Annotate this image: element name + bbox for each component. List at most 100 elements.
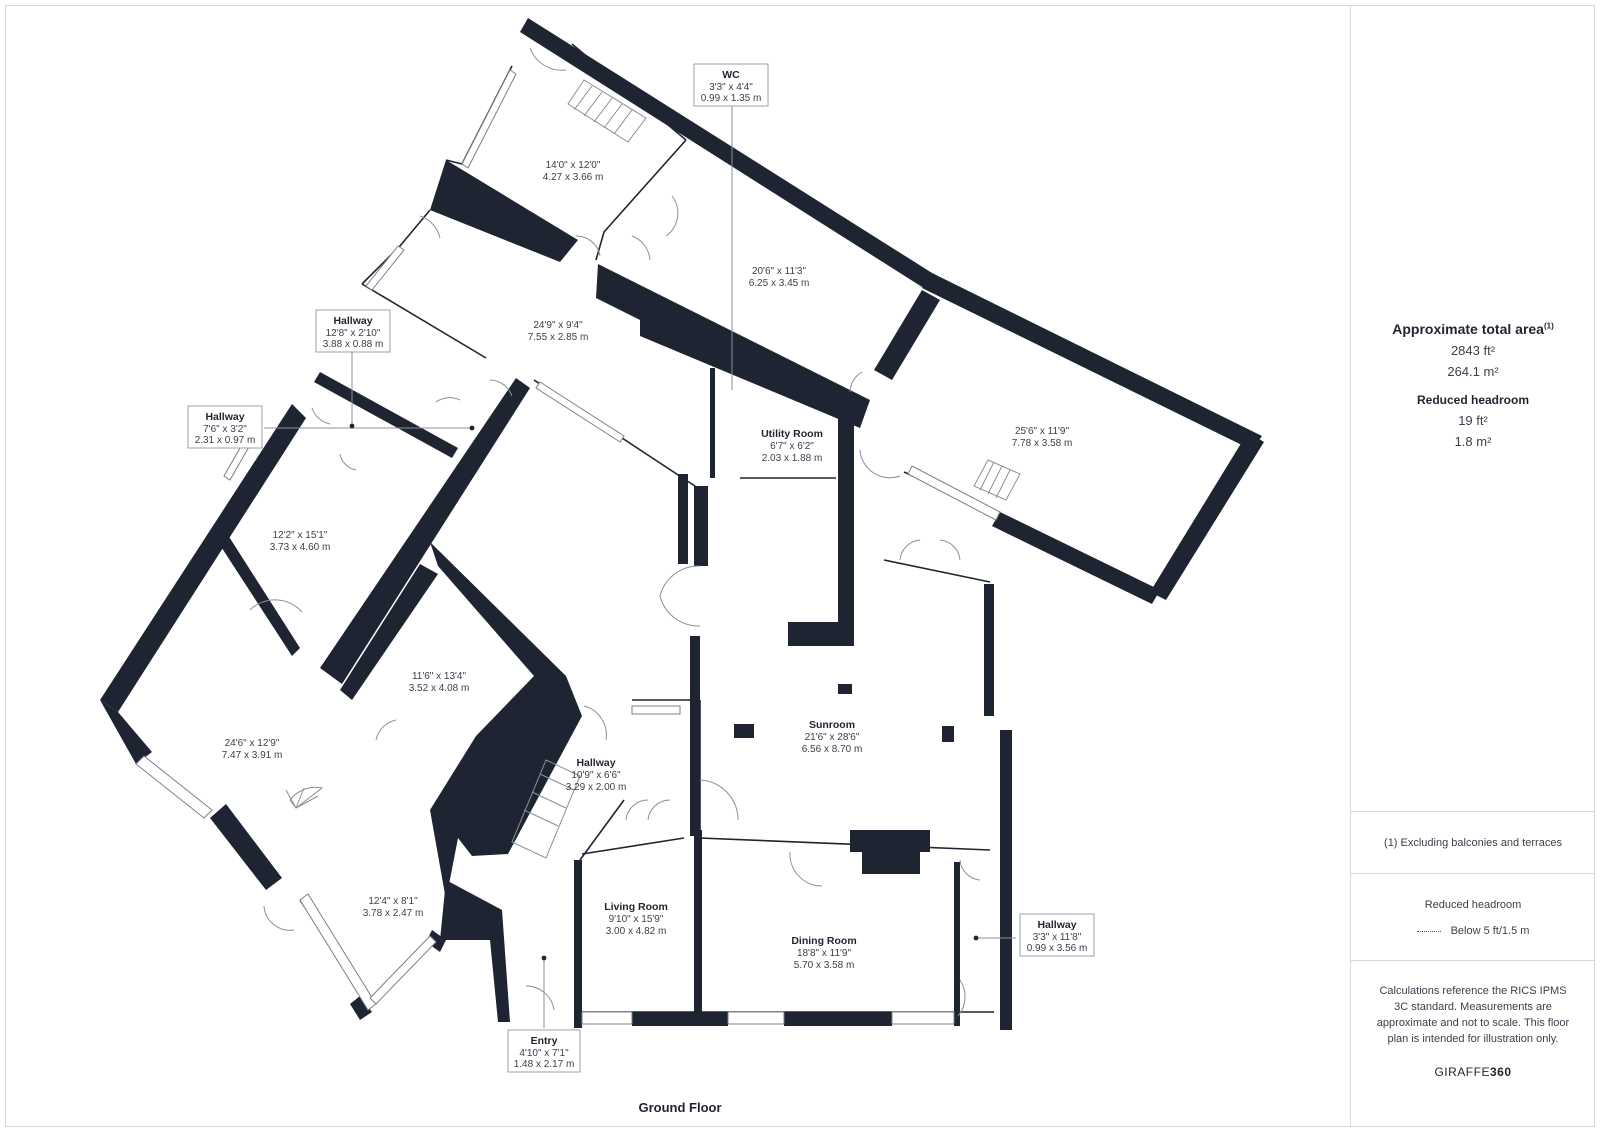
room-label-living: Living Room 9'10" x 15'9" 3.00 x 4.82 m — [604, 901, 668, 937]
wall-sunroom-right — [984, 584, 994, 716]
pillar-2 — [734, 724, 754, 738]
svg-text:2.03 x 1.88 m: 2.03 x 1.88 m — [762, 453, 823, 464]
svg-text:Living Room: Living Room — [604, 901, 668, 913]
wall-bottom-1 — [632, 1012, 728, 1026]
wall-annex-right — [1150, 432, 1264, 600]
wall-chimney — [850, 830, 930, 852]
wall-sunroom-nib — [788, 622, 854, 646]
wall-left-outer — [100, 404, 306, 712]
room-label-116: 11'6" x 13'4" 3.52 x 4.08 m — [409, 671, 470, 694]
headroom-m: 1.8 m² — [1454, 434, 1492, 449]
legend-item: Below 5 ft/1.5 m — [1351, 925, 1595, 937]
svg-text:3.88 x 0.88 m: 3.88 x 0.88 m — [323, 339, 384, 350]
svg-text:4'10" x 7'1": 4'10" x 7'1" — [519, 1048, 569, 1059]
svg-text:0.99 x 1.35 m: 0.99 x 1.35 m — [701, 93, 762, 104]
floor-title: Ground Floor — [638, 1100, 721, 1115]
svg-text:14'0" x 12'0": 14'0" x 12'0" — [546, 160, 601, 171]
pillar-3 — [942, 726, 954, 742]
svg-text:Hallway: Hallway — [333, 315, 372, 327]
room-label-256: 25'6" x 11'9" 7.78 x 3.58 m — [1012, 426, 1073, 449]
room-label-bed-top: 14'0" x 12'0" 4.27 x 3.66 m — [543, 160, 604, 183]
svg-text:3.29 x 2.00 m: 3.29 x 2.00 m — [566, 782, 627, 793]
footnote: (1) Excluding balconies and terraces — [1384, 837, 1562, 849]
svg-text:4.27 x 3.66 m: 4.27 x 3.66 m — [543, 172, 604, 183]
page-frame — [5, 5, 1595, 1127]
svg-text:24'6" x 12'9": 24'6" x 12'9" — [225, 738, 280, 749]
svg-text:12'8" x 2'10": 12'8" x 2'10" — [326, 328, 381, 339]
wall-hall-b — [218, 532, 300, 656]
room-label-246: 24'6" x 12'9" 7.47 x 3.91 m — [222, 738, 283, 761]
svg-text:2.31 x 0.97 m: 2.31 x 0.97 m — [195, 435, 256, 446]
wall-mid-diagonal — [430, 160, 578, 262]
brand-logo: GIRAFFE360 — [1434, 1065, 1512, 1079]
room-label-hallway-c: Hallway 10'9" x 6'6" 3.29 x 2.00 m — [566, 757, 627, 793]
wall-living-left — [574, 860, 582, 1028]
svg-text:24'9" x 9'4": 24'9" x 9'4" — [533, 320, 583, 331]
svg-text:Entry: Entry — [531, 1035, 558, 1047]
wall-annex-top — [922, 272, 1262, 450]
svg-text:9'10" x 15'9": 9'10" x 15'9" — [609, 914, 664, 925]
room-label-249: 24'9" x 9'4" 7.55 x 2.85 m — [528, 320, 589, 343]
wall-top-diagonal — [520, 18, 940, 292]
leader-lines — [264, 106, 1016, 1028]
wall-left-bottom — [100, 700, 152, 764]
svg-text:Hallway: Hallway — [205, 411, 244, 423]
svg-text:Sunroom: Sunroom — [809, 719, 855, 731]
svg-text:10'9" x 6'6": 10'9" x 6'6" — [571, 770, 621, 781]
wall-big-wedge — [430, 542, 582, 900]
svg-text:6'7" x 6'2": 6'7" x 6'2" — [770, 441, 814, 452]
room-label-hallway-b: Hallway 7'6" x 3'2" 2.31 x 0.97 m — [187, 405, 263, 449]
divider — [1351, 873, 1595, 874]
svg-text:7'6" x 3'2": 7'6" x 3'2" — [203, 424, 247, 435]
wall-hall-a — [314, 372, 458, 458]
svg-text:Utility Room: Utility Room — [761, 428, 823, 440]
wall-dining-left — [694, 830, 702, 1026]
area-summary: Approximate total area(1) 2843 ft² 264.1… — [1351, 321, 1595, 449]
svg-text:5.70 x 3.58 m: 5.70 x 3.58 m — [794, 960, 855, 971]
wall-sunroom-right2 — [1000, 730, 1012, 1030]
svg-text:6.25 x 3.45 m: 6.25 x 3.45 m — [749, 278, 810, 289]
svg-text:3.52 x 4.08 m: 3.52 x 4.08 m — [409, 683, 470, 694]
sidebar: Approximate total area(1) 2843 ft² 264.1… — [1350, 5, 1595, 1127]
room-label-utility: Utility Room 6'7" x 6'2" 2.03 x 1.88 m — [761, 428, 823, 464]
wc-name: WC — [722, 69, 740, 81]
door-swings — [249, 47, 981, 1017]
svg-text:0.99 x 3.56 m: 0.99 x 3.56 m — [1027, 943, 1088, 954]
calc-note: Calculations reference the RICS IPMS 3C … — [1376, 985, 1570, 1045]
wall-bottom-left-b — [350, 996, 372, 1020]
stairs — [285, 79, 1021, 859]
wall-utility-right — [838, 412, 854, 632]
svg-text:Hallway: Hallway — [1037, 919, 1076, 931]
svg-text:21'6" x 28'6": 21'6" x 28'6" — [805, 732, 860, 743]
wall-inner-diag — [320, 378, 530, 684]
room-label-entry: Entry 4'10" x 7'1" 1.48 x 2.17 m — [507, 1029, 581, 1073]
wall-inner-diag2 — [340, 564, 438, 700]
svg-text:7.78 x 3.58 m: 7.78 x 3.58 m — [1012, 438, 1073, 449]
wall-utility-left — [694, 486, 708, 566]
wall-chimney2 — [862, 852, 920, 874]
svg-text:7.55 x 2.85 m: 7.55 x 2.85 m — [528, 332, 589, 343]
wall-annex-bottom — [992, 512, 1160, 604]
legend: Reduced headroom Below 5 ft/1.5 m — [1351, 899, 1595, 937]
svg-text:11'6" x 13'4": 11'6" x 13'4" — [412, 671, 467, 682]
wall-corridor-right — [690, 636, 700, 836]
headroom-title: Reduced headroom — [1416, 393, 1530, 407]
calc-section: Calculations reference the RICS IPMS 3C … — [1351, 983, 1595, 1079]
divider — [1351, 960, 1595, 961]
svg-text:Dining Room: Dining Room — [791, 935, 856, 947]
walls — [100, 18, 1264, 1030]
wall-dining-right — [954, 862, 960, 1026]
room-label-124: 12'4" x 8'1" 3.78 x 2.47 m — [363, 896, 424, 919]
headroom-ft: 19 ft² — [1458, 413, 1488, 428]
svg-text:12'2" x 15'1": 12'2" x 15'1" — [273, 530, 328, 541]
svg-text:18'8" x 11'9": 18'8" x 11'9" — [797, 948, 852, 959]
dotted-line-icon — [1416, 930, 1441, 932]
divider — [1351, 811, 1595, 812]
svg-text:6.56 x 8.70 m: 6.56 x 8.70 m — [802, 744, 863, 755]
area-m: 264.1 m² — [1447, 364, 1499, 379]
room-label-dining: Dining Room 18'8" x 11'9" 5.70 x 3.58 m — [791, 935, 856, 971]
svg-text:Hallway: Hallway — [576, 757, 615, 769]
svg-text:7.47 x 3.91 m: 7.47 x 3.91 m — [222, 750, 283, 761]
area-ft: 2843 ft² — [1450, 343, 1496, 358]
wall-corridor-left — [678, 474, 688, 564]
